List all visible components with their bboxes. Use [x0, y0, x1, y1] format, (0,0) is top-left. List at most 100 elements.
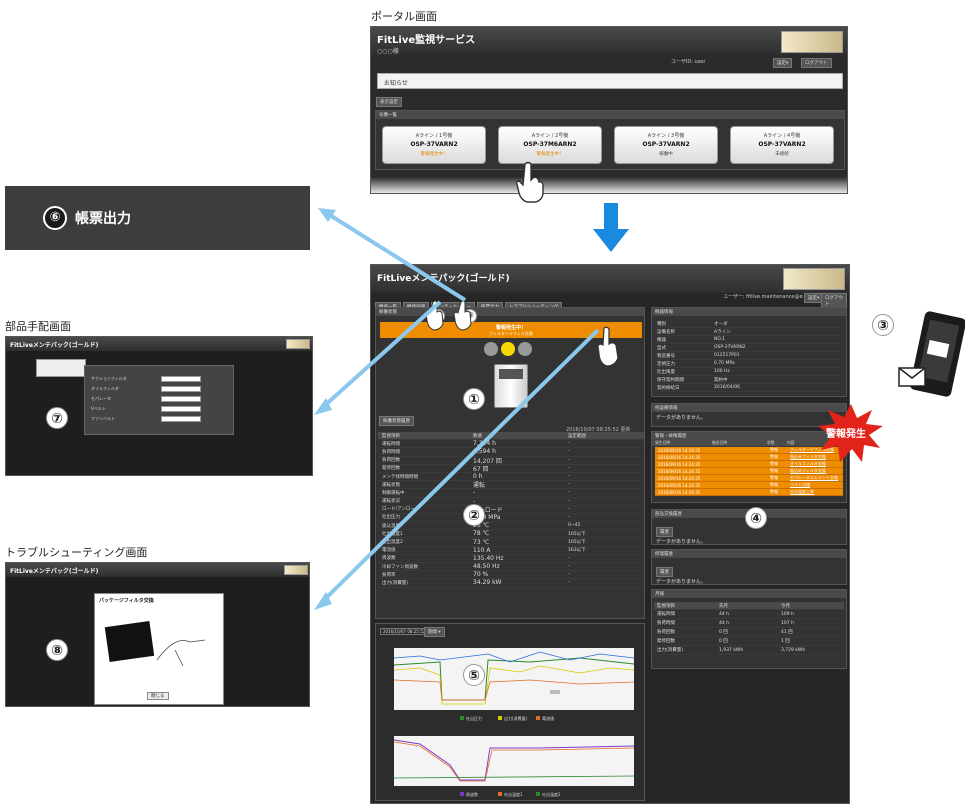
- monthly-cell: 1 回: [781, 639, 790, 644]
- portal-logout-button[interactable]: ログアウト: [801, 58, 832, 68]
- info-key: 機器: [657, 337, 666, 343]
- alarm-content[interactable]: 吐出温度上昇: [790, 489, 814, 494]
- alarm-col-state: 状態: [767, 440, 775, 445]
- machine-list-header: 号機一覧: [376, 111, 844, 119]
- parts-qty-input[interactable]: [161, 406, 201, 412]
- row-value: 110 A: [473, 546, 491, 554]
- col-value: 数値: [473, 433, 482, 439]
- arrow-to-report: [323, 210, 467, 302]
- trouble-banner: [284, 565, 308, 575]
- arrow-to-parts-head: [314, 398, 332, 415]
- arrow-to-trouble: [320, 328, 600, 604]
- alarm-content[interactable]: 吸込みフィルタ交換: [790, 454, 826, 459]
- alarm-content[interactable]: 吸込みフィルタ交換: [790, 468, 826, 473]
- row-value: 0.70 MPa: [473, 513, 501, 521]
- alarm-col-end: 復旧日時: [712, 440, 728, 445]
- parts-screen: FitLiveメンテパック(ゴールド) サクションフィルタオイルフィルタセパレー…: [5, 336, 313, 476]
- monthly-cell: 1,937 kWh: [719, 647, 744, 653]
- info-key: 型式: [657, 345, 666, 351]
- status-history-button[interactable]: 稼働状態履歴: [379, 416, 414, 426]
- compressor-panel: [499, 369, 523, 379]
- info-value: OSP-37VARN2: [714, 345, 746, 350]
- row-item: 出力(消費量): [382, 580, 409, 586]
- table-row: 運転状況--: [378, 498, 644, 506]
- machine-model: OSP-37VARN2: [410, 141, 458, 148]
- portal-tab[interactable]: 表示設定: [376, 97, 402, 107]
- parts-qty-input[interactable]: [161, 396, 201, 402]
- monthly-panel-header: 月報: [652, 590, 846, 598]
- repair-history-button[interactable]: 履歴: [656, 567, 673, 577]
- report-output-box: ⑥ 帳票出力: [5, 186, 310, 250]
- parts-header: FitLiveメンテパック(ゴールド): [6, 337, 312, 351]
- alarm-content[interactable]: セパレータエレメント交換: [790, 475, 838, 480]
- monthly-cell: 0 回: [719, 630, 728, 635]
- alarm-content[interactable]: フィルターリフィル交換: [790, 447, 834, 452]
- parts-row: Vベルト: [91, 404, 227, 414]
- legend-label: 吐出温度2: [542, 791, 561, 797]
- notice-box[interactable]: お知らせ: [377, 73, 843, 89]
- parts-qty-input[interactable]: [161, 376, 201, 382]
- arrow-to-report-head: [318, 208, 336, 222]
- legend-swatch: [498, 792, 502, 796]
- graph-period-button[interactable]: 期間 ▾: [424, 627, 445, 637]
- monthly-header: 監視項目先月今月: [654, 602, 844, 610]
- alarm-banner[interactable]: 警報発生中！ フィルターリフィル交換: [380, 322, 642, 338]
- parts-name: Vベルト: [91, 406, 106, 411]
- alert-burst-label: 警報発生: [826, 429, 866, 440]
- parts-qty-input[interactable]: [161, 386, 201, 392]
- row-value: 運転: [473, 482, 486, 490]
- monthly-cell: 44 h: [719, 620, 730, 626]
- trouble-close-button[interactable]: 閉じる: [147, 692, 169, 700]
- parts-qty-input[interactable]: [161, 416, 201, 422]
- trouble-caption: トラブルシューティング画面: [5, 546, 148, 559]
- main-header: FitLiveメンテパック(ゴールド): [371, 265, 849, 293]
- arrow-to-trouble-head: [314, 592, 332, 610]
- trouble-heading: パッケージフィルタ交換: [99, 598, 154, 604]
- maint-empty: データがありません。: [656, 539, 706, 545]
- maint-history-button[interactable]: 履歴: [656, 527, 673, 537]
- table-row: ロード/アンロードアンロード-: [378, 506, 644, 514]
- parts-number: ⑦: [46, 407, 68, 429]
- row-value: -: [473, 497, 476, 505]
- alarm-content[interactable]: オイルフィルタ交換: [790, 461, 826, 466]
- monthly-cell: 0 回: [719, 639, 728, 644]
- alarm-content[interactable]: ベルト点検: [790, 482, 810, 487]
- info-row: 型式 OSP-37VARN2: [654, 344, 844, 352]
- machine-model: OSP-37VARN2: [642, 141, 690, 148]
- status-timestamp: 2016/10/07 08:25:52 更新: [566, 427, 631, 433]
- monthly-col: 監視項目: [657, 603, 675, 609]
- legend-label: 出力(消費量): [504, 715, 528, 721]
- portal-settings-button[interactable]: 設定▾: [773, 58, 793, 68]
- alarm-col-start: 発生日時: [655, 440, 671, 445]
- chart1-area: [394, 648, 634, 710]
- machine-model: OSP-37VARN2: [758, 141, 806, 148]
- portal-user: ユーザID: user: [671, 59, 706, 65]
- row-item: 電流値: [382, 548, 396, 554]
- row-item: 発停回数: [382, 466, 400, 472]
- trouble-dialog: パッケージフィルタ交換 閉じる: [94, 593, 224, 705]
- trouble-header: FitLiveメンテパック(ゴールド): [6, 563, 309, 577]
- monthly-col: 今月: [781, 603, 790, 609]
- parts-name: オイルフィルタ: [91, 386, 119, 391]
- monthly-cell: 負荷時間: [657, 621, 675, 626]
- parts-row: オイルフィルタ: [91, 384, 227, 394]
- row-range: -: [568, 490, 570, 496]
